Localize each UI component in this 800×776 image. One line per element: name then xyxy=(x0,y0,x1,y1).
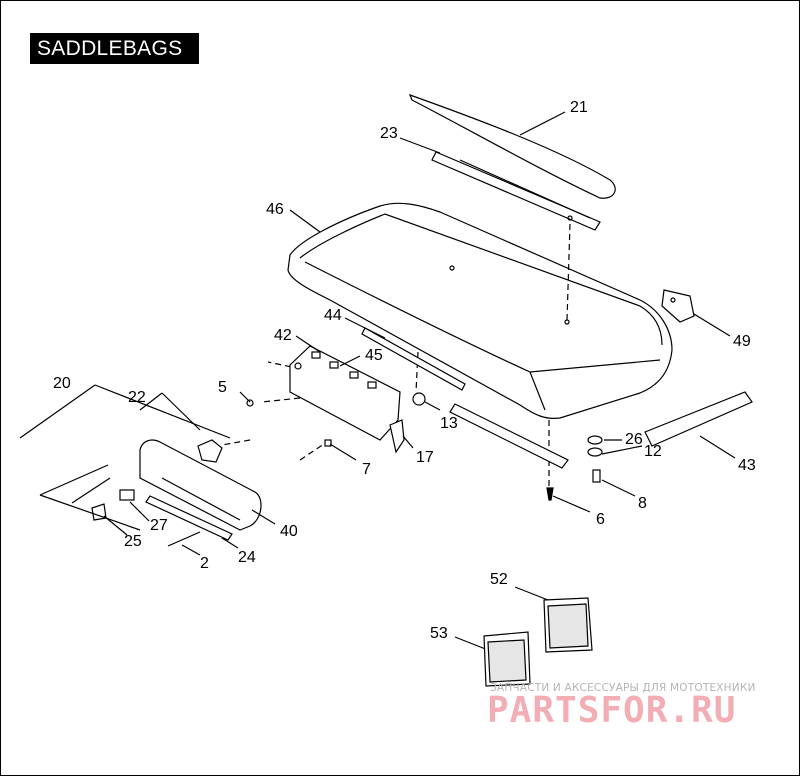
callout-5: 5 xyxy=(218,379,227,396)
callout-20: 20 xyxy=(53,375,71,392)
part-42-hinge xyxy=(289,345,401,441)
part-8-screw xyxy=(592,469,601,483)
part-6-screw xyxy=(546,487,554,501)
callout-21: 21 xyxy=(570,99,588,116)
part-26-washer xyxy=(587,435,603,445)
callout-25: 25 xyxy=(124,533,142,550)
part-5-screw xyxy=(246,399,254,407)
diagram-title: SADDLEBAGS xyxy=(30,33,199,64)
callout-46: 46 xyxy=(266,201,284,218)
callout-22: 22 xyxy=(128,389,146,406)
watermark-logo: PARTSFOR.RU xyxy=(487,690,737,731)
part-21-trim-strip xyxy=(408,93,616,199)
part-13-nut xyxy=(412,392,426,406)
callout-7: 7 xyxy=(362,461,371,478)
callout-45: 45 xyxy=(365,347,383,364)
part-44-strip xyxy=(361,327,466,391)
part-2-bolt xyxy=(167,531,201,547)
part-24-strip xyxy=(145,495,233,541)
callout-26: 26 xyxy=(625,431,643,448)
callout-17: 17 xyxy=(416,449,434,466)
callout-12: 12 xyxy=(644,443,662,460)
part-40-base xyxy=(139,439,262,531)
callout-40: 40 xyxy=(280,523,298,540)
part-49-plate xyxy=(661,289,695,323)
watermark-caption: ЗАПЧАСТИ И АКСЕССУАРЫ ДЛЯ МОТОТЕХНИКИ xyxy=(490,682,756,694)
callout-43: 43 xyxy=(738,457,756,474)
part-43-bumper xyxy=(644,391,753,447)
callout-27: 27 xyxy=(150,517,168,534)
callout-13: 13 xyxy=(440,415,458,432)
callout-24: 24 xyxy=(238,549,256,566)
part-7-screw xyxy=(324,439,332,447)
callout-42: 42 xyxy=(274,327,292,344)
callout-49: 49 xyxy=(733,333,751,350)
part-46-lid xyxy=(287,202,673,420)
callout-8: 8 xyxy=(638,495,647,512)
part-strap xyxy=(449,403,569,469)
part-12-washer xyxy=(587,447,603,457)
callout-23: 23 xyxy=(380,125,398,142)
callout-6: 6 xyxy=(596,511,605,528)
part-22-latch xyxy=(197,439,223,463)
callout-44: 44 xyxy=(324,307,342,324)
callout-2: 2 xyxy=(200,555,209,572)
callout-53: 53 xyxy=(430,625,448,642)
part-17-latch xyxy=(389,419,405,454)
part-27-cylinder xyxy=(119,489,135,501)
callout-52: 52 xyxy=(490,571,508,588)
